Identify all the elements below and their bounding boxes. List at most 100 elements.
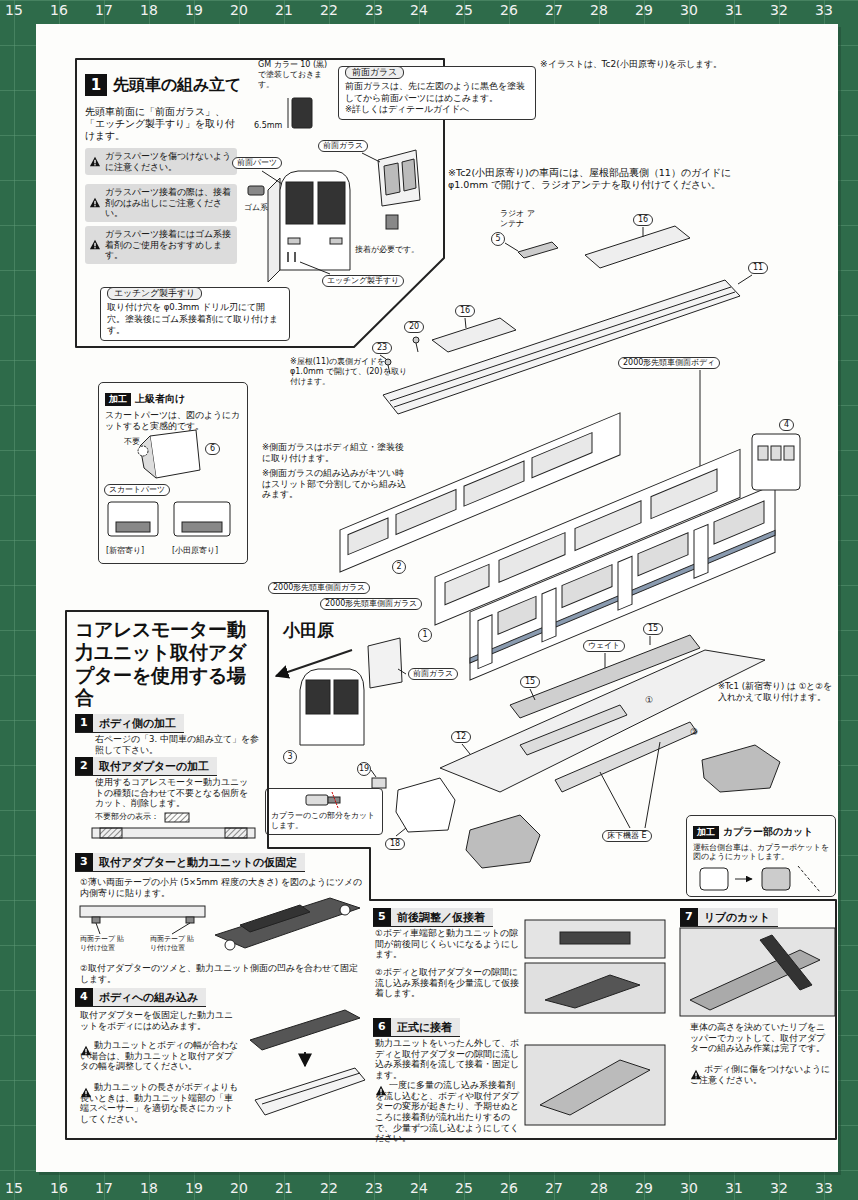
underframe-art [371, 635, 780, 868]
part-label: エッチング製手すり [322, 275, 404, 287]
note-text: ② [690, 727, 698, 738]
ruler-number: 31 [725, 2, 743, 20]
ruler-number: 32 [770, 2, 788, 20]
step-heading: 4ボディへの組み込み [75, 988, 206, 1007]
ruler-number: 28 [590, 1180, 608, 1198]
callout-number: 19 [357, 762, 371, 776]
ruler-number: 33 [815, 1180, 833, 1198]
ruler-number: 16 [50, 2, 68, 20]
note-text: ②ボディと取付アダプターの隙間に流し込み系接着剤を少量流して仮接着します。 [375, 967, 523, 999]
ruler-number: 19 [185, 2, 203, 20]
step-number: 4 [75, 988, 93, 1006]
warning-note: 動力ユニットとボディの幅が合わない場合は、動力ユニットと取付アダプタの幅を調整し… [80, 1040, 240, 1072]
section-heading: コアレスモーター動力ユニット取付アダプターを使用する場合 [75, 618, 247, 709]
note-text: ※側面ガラスの組み込みがキツい時はスリット部で分割してから組み込みます。 [262, 468, 412, 500]
part-label: 4 [779, 419, 794, 431]
part-label: 20 [404, 321, 424, 333]
warning-icon [89, 239, 101, 250]
tip-heading: 上級者向け [135, 393, 185, 404]
note-text: ②取付アダプターのツメと、動力ユニット側面の凹みを合わせて固定します。 [80, 963, 365, 984]
tip-header: 加工カプラー部のカット [693, 820, 829, 839]
part-label: 11 [748, 262, 768, 274]
note-text: 不要 [124, 437, 140, 447]
ruler-number: 24 [410, 1180, 428, 1198]
cut-note-text: カプラーのこの部分をカットします。 [271, 811, 377, 831]
box-heading: 前面ガラス [345, 66, 404, 79]
step-heading-text: 前後調整／仮接着 [391, 908, 493, 926]
warning-icon [80, 1041, 92, 1052]
note-text: 両面テープ 貼り付け位置 [150, 935, 195, 953]
note-text: 両面テープ 貼り付け位置 [80, 935, 125, 953]
step-heading: 6正式に接着 [373, 1018, 460, 1037]
step-number: 1 [85, 74, 107, 96]
ruler-number: 27 [545, 1180, 563, 1198]
ruler-number: 18 [140, 2, 158, 20]
step-heading-text: ボディ側の加工 [93, 714, 184, 732]
step-number: 2 [75, 757, 93, 775]
tip-badge: 加工 [105, 393, 131, 406]
ruler-number: 19 [185, 1180, 203, 1198]
part-label: 16 [633, 214, 653, 226]
part-label: 前面ガラス [318, 140, 368, 152]
ruler-number: 15 [5, 2, 23, 20]
note-text: [新宿寄り] [106, 546, 144, 556]
note-text: 右ページの「3. 中間車の組み立て」を参照して下さい。 [95, 734, 260, 755]
tip-badge: 加工 [693, 826, 719, 839]
note-text: 接着が必要です。 [355, 245, 419, 255]
step-figures [80, 813, 835, 1125]
end-piece [752, 434, 800, 490]
part-label: 15 [643, 623, 663, 635]
note-text: ①薄い両面テープの小片 (5×5mm 程度の大きさ) を図のようにツメの内側寄り… [80, 877, 365, 898]
ruler-number: 26 [500, 2, 518, 20]
step-heading-text: 取付アダプターと動力ユニットの仮固定 [93, 853, 305, 871]
ruler-number: 31 [725, 1180, 743, 1198]
callout-number: 1 [418, 628, 432, 642]
note-text: ラジオ アンテナ [500, 209, 540, 229]
box-text: 取り付け穴を φ0.3mm ドリル刃にて開穴。塗装後にゴム系接着剤にて取り付けま… [107, 302, 283, 335]
note-text: 使用するコアレスモーター動力ユニットの種類に合わせて不要となる個所をカット、削除… [95, 777, 255, 809]
ruler-number: 24 [410, 2, 428, 20]
warning-box: ガラスパーツ接着の際は、接着剤のはみ出しにご注意ください。 [85, 184, 237, 222]
ruler-number: 20 [230, 2, 248, 20]
step-number: 1 [75, 714, 93, 732]
warning-note: 動力ユニットの長さがボディよりも長いときは、動力ユニット端部の「車端スペーサー」… [80, 1082, 240, 1125]
coupler-icon [302, 791, 346, 809]
note-text: ※イラストは、Tc2(小田原寄り)を示します。 [540, 59, 770, 70]
step-heading-text: 取付アダプターの加工 [93, 757, 217, 775]
step-number: 5 [373, 908, 391, 926]
part-label: 16 [455, 305, 475, 317]
note-text: ①ボディ車端部と動力ユニットの隙間が前後同じくらいになるようにします。 [375, 928, 523, 960]
box-heading: エッチング製手すり [107, 287, 202, 300]
ruler-number: 20 [230, 1180, 248, 1198]
part-label: 23 [372, 342, 392, 354]
region-outline [66, 611, 836, 1139]
note-text: 車体の高さを決めていたリブをニッパーでカットして、取付アダプターの組み込み作業は… [690, 1022, 830, 1054]
note-text: ① [645, 695, 653, 706]
tip-heading: カプラー部のカット [723, 826, 813, 837]
ruler-number: 25 [455, 1180, 473, 1198]
ruler-number: 27 [545, 2, 563, 20]
tip-text: 運転台側台車は、カプラーポケットを図のようにカットします。 [693, 843, 829, 862]
step-heading: 7リブのカット [680, 908, 778, 927]
panel-text: 先頭車前面に「前面ガラス」、「エッチング製手すり」を取り付けます。 [85, 106, 235, 142]
warning-text: ガラスパーツ接着にはゴム系接着剤のご使用をおすすめします。 [105, 229, 233, 261]
step-heading-text: リブのカット [698, 908, 778, 926]
part-label: 2000形先頭車側面ガラス [320, 598, 422, 610]
cut-note-box: カプラーのこの部分をカットします。 [265, 788, 383, 835]
part-label: 前面ガラス [408, 668, 458, 680]
panel-title: 先頭車の組み立て [113, 74, 241, 96]
note-box: 前面ガラス前面ガラスは、先に左図のように黒色を塗装してから前面パーツにはめこみま… [338, 66, 536, 120]
note-text: ※屋根(11)の裏側ガイドを φ1.0mm で開けて、(20)を取り付けます。 [290, 357, 408, 387]
ruler-number: 29 [635, 2, 653, 20]
ruler-number: 26 [500, 1180, 518, 1198]
warning-text: ガラスパーツ接着の際は、接着剤のはみ出しにご注意ください。 [105, 187, 233, 219]
tip-box: 加工カプラー部のカット運転台側台車は、カプラーポケットを図のようにカットします。 [686, 815, 836, 897]
note-text: ※側面ガラスはボディ組立・塗装後に取り付けます。 [262, 442, 412, 463]
part-label: 18 [385, 838, 405, 850]
callout-number: 2 [392, 560, 406, 574]
coupler-cut-art [700, 866, 820, 892]
warning-icon [375, 1081, 387, 1092]
step-number: 6 [373, 1018, 391, 1036]
